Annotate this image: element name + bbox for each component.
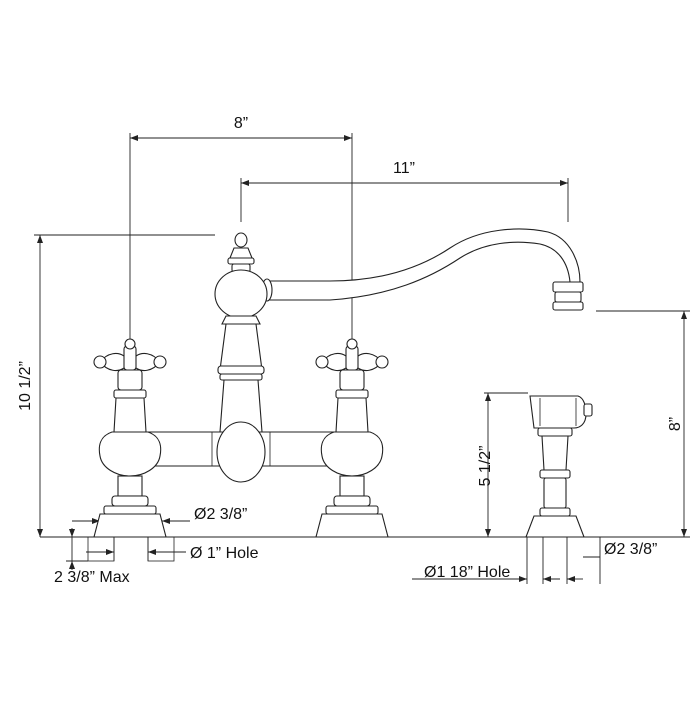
finial [227, 232, 255, 273]
spout-aerator [552, 281, 584, 311]
hole-dimension: Ø 1” Hole [86, 545, 259, 562]
reach-label: 11” [393, 160, 415, 177]
faucet-body [93, 228, 584, 538]
center-bulb [216, 421, 266, 483]
reach-dimension: 11” [240, 160, 569, 222]
base-diameter-dimension: Ø2 3/8” [72, 506, 247, 524]
spout [265, 228, 581, 301]
central-column [217, 323, 265, 433]
sprayer-height-dimension: 5 1/2” [477, 392, 528, 537]
sprayer-hole-dimension: Ø1 18” Hole [412, 537, 560, 584]
max-deck-dimension: 2 3/8” Max [54, 528, 130, 586]
spout-height-label: 8” [667, 417, 684, 431]
spread-label: 8” [234, 115, 248, 132]
base-diameter-label: Ø2 3/8” [194, 506, 247, 523]
right-valve [315, 338, 389, 538]
left-valve [93, 338, 167, 538]
body-globe [214, 269, 268, 319]
sprayer-hole-label: Ø1 18” Hole [424, 564, 510, 581]
total-height-label: 10 1/2” [17, 361, 34, 411]
sprayer-height-label: 5 1/2” [477, 446, 494, 487]
deck-section [87, 536, 175, 562]
sprayer-base-dimension: Ø2 3/8” [566, 537, 657, 584]
max-deck-label: 2 3/8” Max [54, 569, 130, 586]
total-height-dimension: 10 1/2” [17, 234, 215, 537]
side-sprayer [525, 395, 593, 538]
spout-height-dimension: 8” [596, 310, 690, 538]
sprayer-base-label: Ø2 3/8” [604, 541, 657, 558]
spread-dimension: 8” [129, 115, 353, 352]
hole-label: Ø 1” Hole [190, 545, 259, 562]
